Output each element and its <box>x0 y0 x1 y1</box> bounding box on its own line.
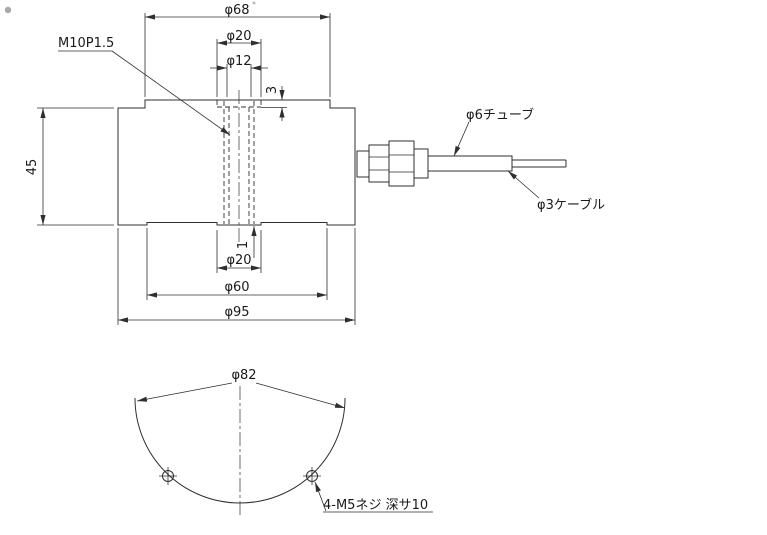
thread-label: M10P1.5 <box>58 36 114 51</box>
cable-lines <box>512 159 567 168</box>
dim-phi82-left-segment <box>136 382 233 402</box>
dim-phi12-text: φ12 <box>226 54 251 69</box>
tube-leader <box>453 121 470 157</box>
dim-phi95: φ95 <box>117 228 356 325</box>
dim-phi20-top-text: φ20 <box>226 29 251 44</box>
cable-callout: φ3ケーブル <box>507 170 605 213</box>
gland-nut-large <box>388 140 415 187</box>
cable-gland <box>356 140 567 187</box>
hole-left-crosshair <box>159 467 177 485</box>
dim-45-ext <box>37 107 114 226</box>
dim-recess-depth: 3 <box>261 86 287 121</box>
dim-1-text: 1 <box>236 241 251 249</box>
dim-phi95-text: φ95 <box>224 305 249 320</box>
dim-45-text: 45 <box>25 159 40 176</box>
protection-tube <box>427 155 513 172</box>
dim-phi68: φ68 <box>144 3 331 97</box>
dim-3-text: 3 <box>265 86 280 94</box>
thread-leader <box>111 50 231 136</box>
thread-callout: M10P1.5 <box>58 36 231 136</box>
dim-phi68-ext <box>144 13 331 97</box>
dim-phi20-bottom-text: φ20 <box>226 253 251 268</box>
gland-nut-small-hex-lines <box>369 156 389 171</box>
tapped-hole-left <box>159 467 177 485</box>
dim-phi82-right-segment <box>255 382 346 409</box>
dim-boss-step: 1 <box>236 226 257 258</box>
dim-height-45: 45 <box>25 107 114 226</box>
gland-base <box>356 150 370 178</box>
gland-nut-small <box>368 144 390 183</box>
cable-label: φ3ケーブル <box>537 197 605 213</box>
tube-callout: φ6チューブ <box>453 107 534 157</box>
tapped-hole-right <box>303 467 321 485</box>
bottom-view: φ82 4-M5ネジ 深サ10 <box>134 368 433 516</box>
dim-phi82-text: φ82 <box>231 368 256 383</box>
side-view: φ68 φ20 φ12 3 M10P1.5 <box>25 3 605 325</box>
stray-dot-top <box>252 1 256 5</box>
hole-right-crosshair <box>303 467 321 485</box>
dim-phi95-ext <box>117 228 356 325</box>
loadcell-body-outline <box>117 99 356 226</box>
dim-phi82: φ82 <box>136 368 346 409</box>
holes-leader <box>314 481 327 512</box>
dim-phi60-text: φ60 <box>224 280 249 295</box>
cable-leader <box>507 170 540 199</box>
tube-label: φ6チューブ <box>466 107 534 123</box>
dim-phi60: φ60 <box>146 228 328 300</box>
hidden-top-recess <box>216 100 262 108</box>
holes-callout: 4-M5ネジ 深サ10 <box>314 481 433 513</box>
dim-phi60-ext <box>146 228 328 300</box>
holes-label: 4-M5ネジ 深サ10 <box>323 498 428 513</box>
dim-phi68-text: φ68 <box>224 3 249 18</box>
gland-nut-large-hex-lines <box>389 154 414 173</box>
dim-phi12: φ12 <box>210 54 268 97</box>
stray-dot-left <box>4 6 12 14</box>
dim-phi20-bottom: φ20 <box>216 230 262 273</box>
gland-nose <box>413 148 429 179</box>
